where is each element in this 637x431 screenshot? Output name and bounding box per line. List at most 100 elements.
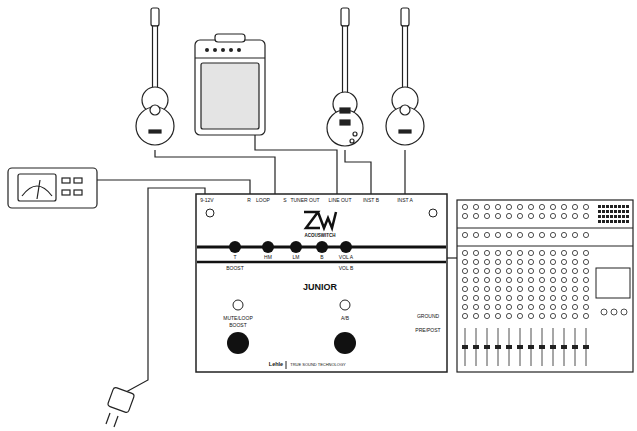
meter-segment bbox=[614, 215, 617, 218]
mixer-knob bbox=[550, 286, 555, 291]
meter-needle bbox=[37, 180, 40, 199]
mixer-knob bbox=[539, 213, 544, 218]
electric-guitar bbox=[327, 8, 363, 146]
neck bbox=[403, 26, 408, 92]
mixer-knob bbox=[583, 313, 588, 318]
mixer-knob bbox=[528, 277, 533, 282]
fader-cap bbox=[583, 345, 589, 349]
mixer-knob bbox=[517, 259, 522, 264]
mixer-knob bbox=[539, 232, 544, 237]
mixer-knob bbox=[506, 213, 511, 218]
mixer-knob bbox=[528, 259, 533, 264]
mixer-knob bbox=[601, 309, 607, 315]
pedal: 9-12VRLOOPSTUNER OUTLINE OUTINST BINST A… bbox=[196, 194, 447, 372]
amp-knob bbox=[213, 48, 217, 52]
mixer-knob bbox=[506, 250, 511, 255]
amp-handle bbox=[215, 34, 245, 42]
meter-segment bbox=[622, 220, 625, 223]
mixer-knob bbox=[583, 277, 588, 282]
amp-grille bbox=[201, 63, 259, 129]
neck bbox=[343, 26, 348, 96]
mixer-knob bbox=[484, 295, 489, 300]
panel-label: T bbox=[233, 255, 236, 260]
mixer-knob bbox=[517, 286, 522, 291]
mixer-knob bbox=[528, 213, 533, 218]
headstock bbox=[151, 8, 159, 26]
guitar-wire bbox=[345, 150, 371, 194]
mixer-knob bbox=[506, 313, 511, 318]
mixer-knob bbox=[550, 268, 555, 273]
meter-segment bbox=[618, 205, 621, 208]
mixer-knob bbox=[561, 213, 566, 218]
mixer-knob bbox=[550, 304, 555, 309]
mixer-knob bbox=[561, 250, 566, 255]
mixer-knob bbox=[484, 259, 489, 264]
mixer-knob bbox=[473, 313, 478, 318]
panel-label: 9-12V bbox=[200, 198, 213, 203]
mixer-knob bbox=[528, 313, 533, 318]
meter-segment bbox=[626, 205, 629, 208]
power-wire bbox=[126, 188, 205, 392]
tuner-button bbox=[74, 178, 82, 183]
mixer-knob bbox=[621, 309, 627, 315]
mixer-knob bbox=[583, 250, 588, 255]
mixer-knob bbox=[539, 268, 544, 273]
mixer-knob bbox=[473, 204, 478, 209]
amp-knob bbox=[205, 48, 209, 52]
amp-knob bbox=[221, 48, 225, 52]
mixer-knob bbox=[528, 204, 533, 209]
panel-label: S bbox=[283, 198, 286, 203]
mixer-knob bbox=[583, 295, 588, 300]
mixer-knob bbox=[484, 313, 489, 318]
mixer-knob bbox=[484, 213, 489, 218]
pickup bbox=[340, 108, 350, 113]
logo-mark bbox=[304, 212, 336, 228]
mixer-knob bbox=[550, 213, 555, 218]
mixer-knob bbox=[583, 259, 588, 264]
mixer-knob bbox=[462, 213, 467, 218]
meter-segment bbox=[598, 210, 601, 213]
mixer-knob bbox=[484, 268, 489, 273]
mixer-knob bbox=[528, 232, 533, 237]
mixer-knob bbox=[583, 304, 588, 309]
wires bbox=[97, 135, 457, 392]
meter-segment bbox=[626, 220, 629, 223]
mixer-knob bbox=[473, 277, 478, 282]
panel-label: LM bbox=[293, 255, 300, 260]
panel-label: LINE OUT bbox=[328, 198, 351, 203]
mixer-knob bbox=[495, 268, 500, 273]
panel-label: LOOP bbox=[256, 198, 270, 203]
mixer-knob bbox=[462, 277, 467, 282]
mixer-knob bbox=[495, 250, 500, 255]
panel-label: VOL B bbox=[339, 266, 354, 271]
panel-label: MUTE/LOOP bbox=[223, 316, 252, 321]
bridge bbox=[399, 130, 411, 133]
fader-cap bbox=[528, 345, 534, 349]
mixer-knob bbox=[528, 286, 533, 291]
guitar-wire bbox=[404, 150, 405, 194]
mixer-knob bbox=[517, 313, 522, 318]
led bbox=[233, 300, 243, 310]
mixer-knob bbox=[572, 268, 577, 273]
mixer-knob bbox=[517, 232, 522, 237]
mixer-knob bbox=[517, 304, 522, 309]
panel-label: ACOUSWITCH bbox=[305, 234, 336, 239]
mixer-knob bbox=[506, 204, 511, 209]
panel-label: B bbox=[320, 255, 323, 260]
fader-cap bbox=[561, 345, 567, 349]
meter-segment bbox=[610, 220, 613, 223]
mixer bbox=[457, 200, 633, 372]
mixer-knob bbox=[528, 304, 533, 309]
mixer-knob bbox=[462, 250, 467, 255]
amp-knob bbox=[237, 48, 241, 52]
led bbox=[340, 300, 350, 310]
mixer-knob bbox=[462, 268, 467, 273]
mixer-knob bbox=[462, 259, 467, 264]
mixer-knob bbox=[473, 232, 478, 237]
acoustic-guitar bbox=[386, 8, 424, 145]
meter-segment bbox=[626, 215, 629, 218]
mixer-knob bbox=[572, 250, 577, 255]
mixer-knob bbox=[473, 268, 478, 273]
mixer-knob bbox=[517, 213, 522, 218]
